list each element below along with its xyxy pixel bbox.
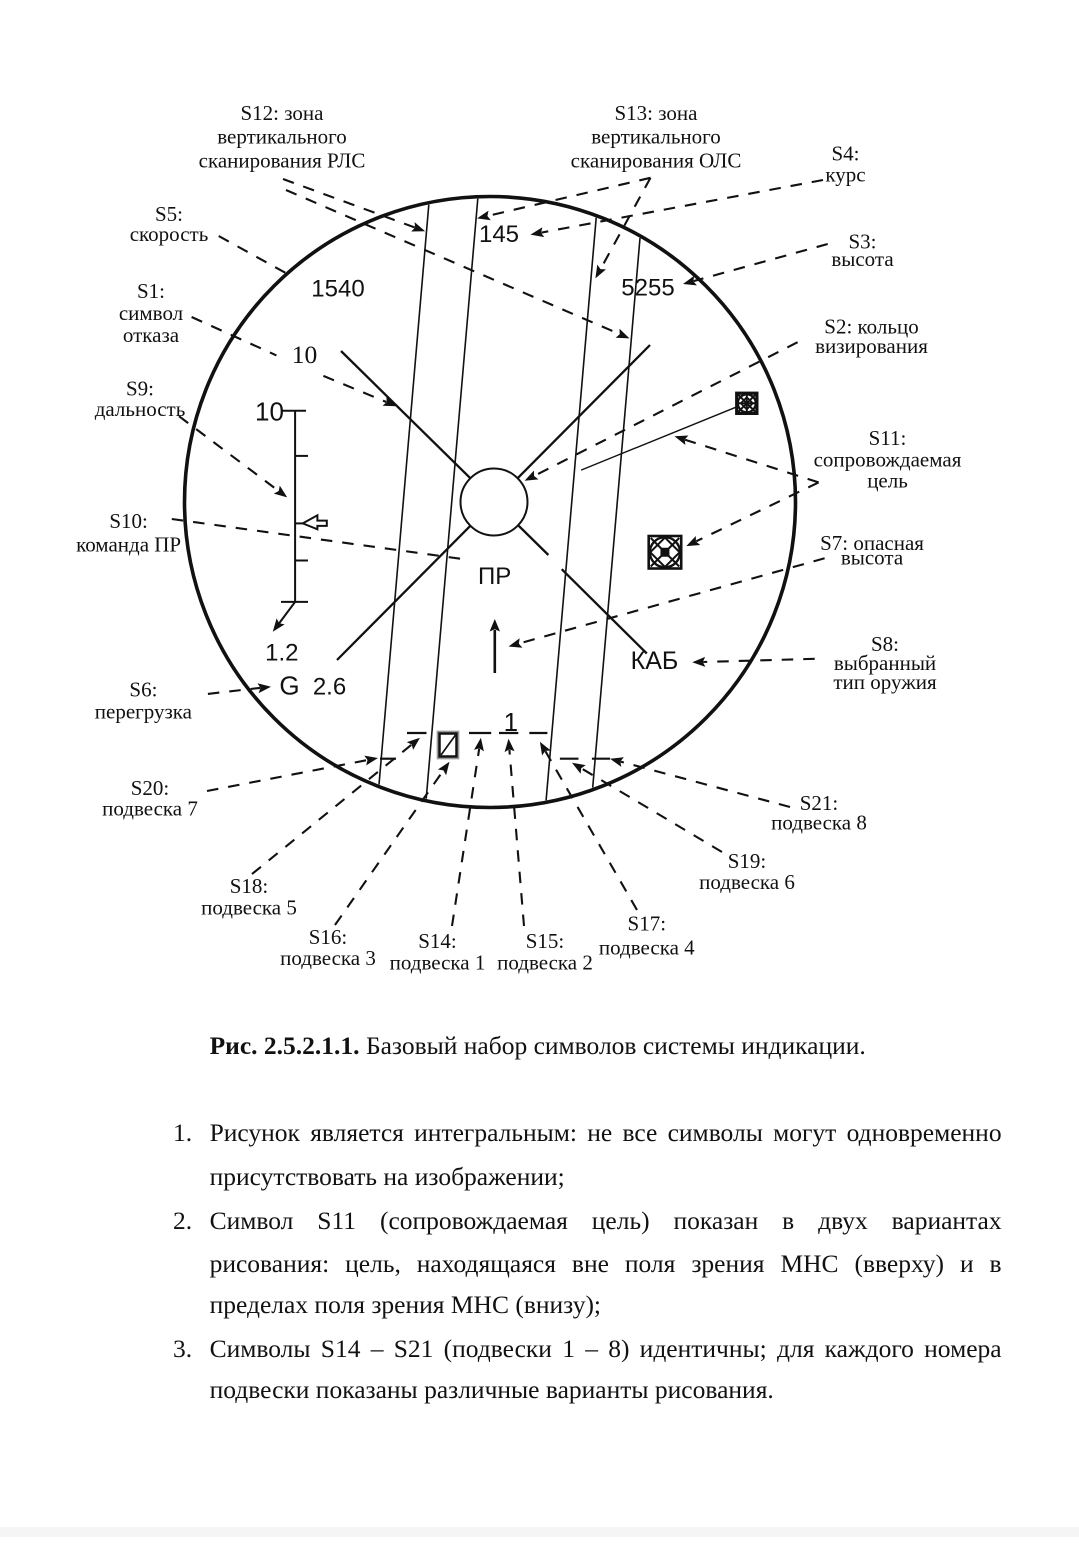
- svg-text:скорость: скорость: [130, 222, 209, 246]
- svg-text:5255: 5255: [621, 274, 674, 301]
- svg-text:S16:: S16:: [309, 925, 348, 949]
- svg-text:подвеска 1: подвеска 1: [390, 950, 486, 974]
- svg-text:1540: 1540: [311, 276, 364, 303]
- svg-text:высота: высота: [831, 247, 894, 271]
- svg-text:1: 1: [504, 707, 518, 737]
- svg-text:отказа: отказа: [123, 323, 180, 347]
- svg-text:S21:: S21:: [800, 791, 839, 815]
- svg-text:выбранный: выбранный: [834, 651, 936, 675]
- svg-text:10: 10: [292, 340, 318, 369]
- svg-text:S10:: S10:: [109, 509, 148, 533]
- svg-text:2.6: 2.6: [313, 674, 346, 701]
- svg-text:S13: зона: S13: зона: [615, 101, 699, 125]
- svg-text:сканирования ОЛС: сканирования ОЛС: [571, 148, 742, 172]
- svg-text:сканирования РЛС: сканирования РЛС: [199, 148, 366, 172]
- svg-text:S11:: S11:: [869, 426, 907, 450]
- svg-text:10: 10: [255, 396, 284, 426]
- svg-text:подвеска 7: подвеска 7: [102, 796, 198, 820]
- svg-text:S6:: S6:: [129, 678, 157, 702]
- svg-text:S5:: S5:: [155, 202, 183, 226]
- svg-text:S1:: S1:: [137, 279, 165, 303]
- svg-text:команда ПР: команда ПР: [76, 533, 181, 557]
- svg-text:высота: высота: [841, 546, 904, 570]
- svg-text:S8:: S8:: [871, 632, 899, 656]
- svg-text:подвеска 3: подвеска 3: [280, 946, 376, 970]
- svg-text:подвеска 4: подвеска 4: [599, 936, 695, 960]
- svg-text:подвеска 5: подвеска 5: [201, 896, 297, 920]
- svg-text:145: 145: [479, 221, 519, 248]
- svg-text:S18:: S18:: [230, 874, 269, 898]
- svg-text:курс: курс: [825, 163, 865, 187]
- svg-text:подвеска 6: подвеска 6: [699, 870, 795, 894]
- svg-text:S17:: S17:: [628, 912, 667, 936]
- svg-text:S4:: S4:: [831, 142, 859, 166]
- svg-text:S7: опасная: S7: опасная: [820, 531, 924, 555]
- svg-text:S20:: S20:: [131, 776, 170, 800]
- svg-text:ПР: ПР: [478, 563, 511, 590]
- svg-text:тип оружия: тип оружия: [833, 670, 937, 694]
- svg-text:сопровождаемая: сопровождаемая: [814, 447, 962, 471]
- svg-text:S2: кольцо: S2: кольцо: [824, 315, 918, 339]
- svg-text:КАБ: КАБ: [631, 647, 679, 675]
- svg-text:визирования: визирования: [815, 334, 928, 358]
- svg-text:вертикального: вертикального: [591, 125, 721, 149]
- svg-text:G: G: [279, 670, 299, 700]
- svg-text:подвеска 8: подвеска 8: [771, 811, 867, 835]
- svg-text:S3:: S3:: [848, 229, 876, 253]
- svg-text:S12: зона: S12: зона: [241, 101, 325, 125]
- svg-text:S19:: S19:: [728, 849, 767, 873]
- svg-text:1.2: 1.2: [265, 639, 298, 666]
- svg-text:S9:: S9:: [126, 376, 154, 400]
- svg-text:S14:: S14:: [418, 929, 457, 953]
- svg-text:перегрузка: перегрузка: [95, 699, 193, 723]
- svg-text:символ: символ: [119, 301, 183, 325]
- svg-text:вертикального: вертикального: [217, 125, 347, 149]
- svg-text:дальность: дальность: [95, 397, 186, 421]
- svg-text:цель: цель: [867, 469, 908, 493]
- svg-text:S15:: S15:: [526, 929, 565, 953]
- svg-text:подвеска 2: подвеска 2: [497, 950, 593, 974]
